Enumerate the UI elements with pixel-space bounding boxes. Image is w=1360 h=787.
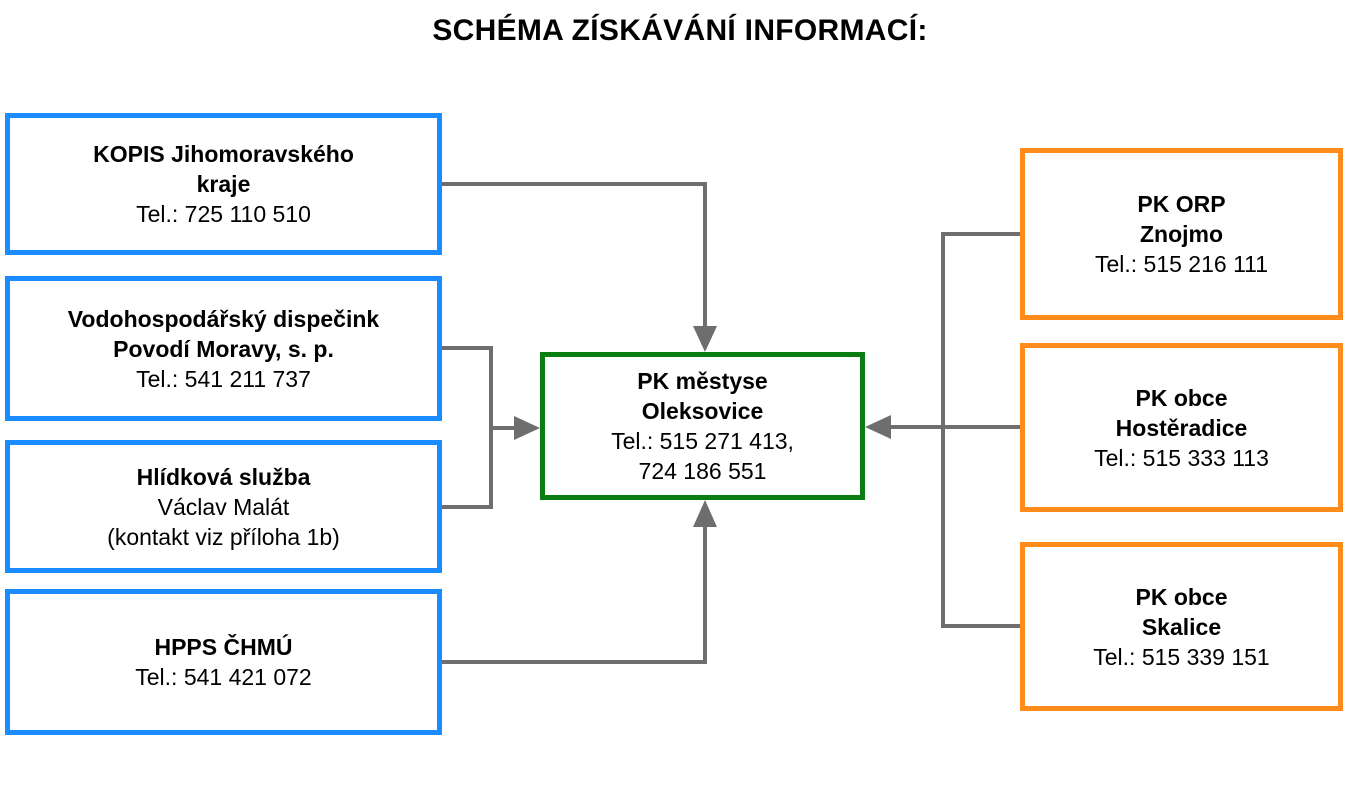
neighbor-name: PK obce	[1135, 583, 1228, 610]
source-box-hlidkova-sluzba: Hlídková služba Václav Malát (kontakt vi…	[5, 440, 442, 573]
source-phone: Tel.: 725 110 510	[136, 201, 311, 227]
neighbor-box-skalice: PK obce Skalice Tel.: 515 339 151	[1020, 542, 1343, 711]
neighbor-phone: Tel.: 515 216 111	[1094, 251, 1269, 277]
connector-vodo	[442, 346, 493, 428]
arrowhead-left	[514, 416, 540, 440]
connector-kopis	[442, 182, 707, 335]
center-name: Oleksovice	[641, 398, 764, 424]
neighbor-box-hosteradice: PK obce Hostěradice Tel.: 515 333 113	[1020, 343, 1343, 512]
neighbor-name: Skalice	[1141, 613, 1222, 640]
connector-znojmo	[941, 232, 1020, 427]
neighbor-phone: Tel.: 515 333 113	[1094, 444, 1269, 471]
center-box-pk-oleksovice: PK městyse Oleksovice Tel.: 515 271 413,…	[540, 352, 865, 500]
neighbor-phone: Tel.: 515 339 151	[1093, 643, 1270, 670]
neighbor-name: PK ORP	[1137, 191, 1226, 217]
center-phone: 724 186 551	[638, 458, 767, 484]
source-box-hpps-chmu: HPPS ČHMÚ Tel.: 541 421 072	[5, 589, 442, 735]
source-contact-note: (kontakt viz příloha 1b)	[107, 523, 340, 550]
neighbor-name: Hostěradice	[1115, 414, 1248, 441]
source-box-kopis: KOPIS Jihomoravského kraje Tel.: 725 110…	[5, 113, 442, 255]
source-name: Povodí Moravy, s. p.	[113, 335, 334, 362]
source-name: KOPIS Jihomoravského	[93, 141, 354, 167]
source-name: Vodohospodářský dispečink	[67, 305, 380, 332]
source-name: HPPS ČHMÚ	[154, 634, 293, 660]
connector-skalice	[941, 427, 1020, 628]
source-phone: Tel.: 541 421 072	[135, 664, 312, 690]
source-person: Václav Malát	[157, 493, 290, 520]
source-name: Hlídková služba	[136, 463, 311, 490]
arrowhead-top	[693, 326, 717, 352]
connector-hpps	[442, 518, 707, 664]
neighbor-name: Znojmo	[1139, 221, 1224, 247]
source-phone: Tel.: 541 211 737	[136, 365, 311, 392]
diagram-title: SCHÉMA ZÍSKÁVÁNÍ INFORMACÍ:	[432, 14, 928, 47]
center-name: PK městyse	[637, 368, 768, 394]
center-phone: Tel.: 515 271 413,	[611, 428, 794, 454]
source-name: kraje	[196, 171, 251, 197]
neighbor-name: PK obce	[1135, 384, 1228, 411]
neighbor-box-orp-znojmo: PK ORP Znojmo Tel.: 515 216 111	[1020, 148, 1343, 320]
arrowhead-bottom	[693, 500, 717, 527]
source-box-vodohospodarsky-dispecink: Vodohospodářský dispečink Povodí Moravy,…	[5, 276, 442, 421]
connector-hlidka	[442, 428, 493, 509]
arrowhead-right	[865, 415, 891, 439]
